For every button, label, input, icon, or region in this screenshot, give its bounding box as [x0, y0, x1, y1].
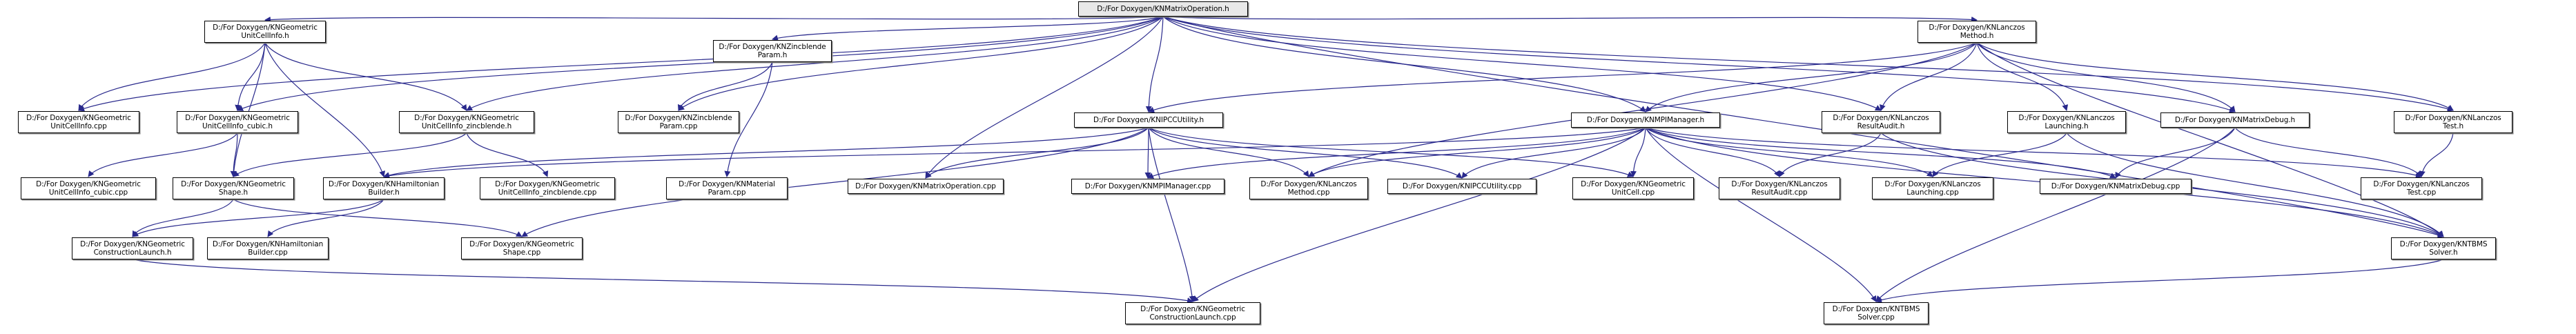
graph-edge: [1875, 259, 2444, 303]
graph-node[interactable]: D:/For Doxygen/KNHamiltonian Builder.h: [323, 177, 445, 199]
graph-edge: [772, 16, 1164, 41]
graph-edge: [78, 42, 266, 111]
graph-edge: [383, 127, 1149, 179]
graph-edge: [230, 132, 238, 177]
graph-edge: [1145, 16, 1164, 112]
graph-edge: [1645, 127, 2116, 179]
graph-edge: [1630, 127, 1646, 177]
graph-node[interactable]: D:/For Doxygen/KNMPIManager.h: [1571, 112, 1720, 128]
graph-node[interactable]: D:/For Doxygen/KNMatrixDebug.cpp: [2040, 179, 2192, 194]
graph-edge: [267, 199, 384, 237]
graph-edge: [1779, 132, 1882, 177]
graph-edge: [1162, 16, 2454, 112]
graph-edge: [264, 42, 467, 111]
graph-node[interactable]: D:/For Doxygen/KNTBMS Solver.h: [2391, 237, 2496, 259]
graph-edge: [1162, 16, 2236, 113]
graph-edge: [1192, 127, 1646, 302]
graph-edge: [2419, 132, 2454, 177]
graph-edge: [1162, 16, 1978, 23]
graph-node[interactable]: D:/For Doxygen/KNLanczos Test.h: [2394, 111, 2512, 133]
graph-edge: [1645, 42, 1978, 112]
graph-edge: [1148, 127, 1634, 177]
graph-edge: [1880, 42, 1978, 111]
graph-node[interactable]: D:/For Doxygen/KNHamiltonian Builder.cpp: [207, 237, 329, 259]
graph-node[interactable]: D:/For Doxygen/KNLanczos Test.cpp: [2361, 177, 2482, 199]
graph-edge: [1162, 16, 1646, 112]
graph-edge: [264, 16, 1164, 23]
graph-edge: [1148, 127, 1463, 179]
graph-edge: [1875, 127, 2236, 302]
graph-node[interactable]: D:/For Doxygen/KNGeometric UnitCellInfo_…: [177, 111, 298, 133]
graph-node[interactable]: D:/For Doxygen/KNIPCCUtility.cpp: [1387, 179, 1536, 194]
graph-node[interactable]: D:/For Doxygen/KNGeometric Shape.cpp: [461, 237, 583, 259]
graph-edge: [1144, 127, 1151, 179]
graph-node[interactable]: D:/For Doxygen/KNIPCCUtility.h: [1074, 112, 1223, 128]
graph-edge: [233, 199, 523, 237]
graph-node[interactable]: D:/For Doxygen/KNMatrixDebug.h: [2160, 112, 2310, 128]
graph-edge: [925, 16, 1164, 179]
graph-node[interactable]: D:/For Doxygen/KNGeometric UnitCellInfo_…: [480, 177, 615, 199]
graph-node[interactable]: D:/For Doxygen/KNGeometric Shape.h: [173, 177, 294, 199]
graph-node[interactable]: D:/For Doxygen/KNGeometric UnitCellInfo.…: [18, 111, 139, 133]
graph-node[interactable]: D:/For Doxygen/KNGeometric UnitCellInfo.…: [204, 21, 326, 43]
graph-node[interactable]: D:/For Doxygen/KNLanczos ResultAudit.cpp: [1719, 177, 1840, 199]
graph-node[interactable]: D:/For Doxygen/KNGeometric ConstructionL…: [1125, 302, 1260, 324]
graph-node[interactable]: D:/For Doxygen/KNMatrixOperation.h: [1078, 1, 1248, 17]
graph-edge: [1148, 127, 1196, 302]
graph-edge: [1147, 127, 1646, 179]
graph-node[interactable]: D:/For Doxygen/KNLanczos Launching.h: [2007, 111, 2126, 133]
graph-edge: [1148, 42, 1978, 113]
graph-node[interactable]: D:/For Doxygen/KNGeometric UnitCellInfo_…: [399, 111, 534, 133]
graph-edge: [1461, 127, 1646, 179]
graph-node[interactable]: D:/For Doxygen/KNLanczos Method.h: [1918, 21, 2036, 43]
graph-edge: [1976, 42, 2236, 112]
graph-edge: [1645, 127, 1877, 302]
graph-edge: [1932, 132, 2067, 177]
graph-edge: [88, 132, 238, 177]
graph-edge: [1976, 42, 2444, 237]
graph-edge: [383, 127, 1646, 179]
graph-edge: [466, 132, 549, 177]
graph-edge: [231, 42, 266, 177]
graph-node[interactable]: D:/For Doxygen/KNTBMS Solver.cpp: [1824, 302, 1929, 324]
graph-edge: [1162, 16, 1882, 111]
graph-edge: [2115, 127, 2236, 179]
graph-edge: [1976, 42, 2069, 111]
graph-node[interactable]: D:/For Doxygen/KNGeometric UnitCellInfo_…: [21, 177, 156, 199]
graph-node[interactable]: D:/For Doxygen/KNLanczos ResultAudit.h: [1822, 111, 1940, 133]
graph-edge: [925, 127, 1149, 179]
graph-edge: [1645, 127, 2422, 179]
graph-edge: [235, 42, 266, 111]
graph-node[interactable]: D:/For Doxygen/KNZincblende Param.cpp: [618, 111, 739, 133]
graph-edge: [237, 16, 1164, 111]
graph-edge: [678, 16, 1164, 111]
graph-edge: [132, 259, 1193, 304]
graph-node[interactable]: D:/For Doxygen/KNGeometric ConstructionL…: [72, 237, 193, 259]
graph-node[interactable]: D:/For Doxygen/KNMPIManager.cpp: [1071, 179, 1224, 194]
graph-node[interactable]: D:/For Doxygen/KNMaterial Param.cpp: [666, 177, 788, 199]
graph-edge: [2234, 127, 2422, 177]
graph-edge: [1645, 127, 1780, 177]
graph-edge: [132, 199, 234, 237]
graph-edge: [1976, 42, 2454, 111]
graph-node[interactable]: D:/For Doxygen/KNGeometric UnitCell.cpp: [1572, 177, 1694, 199]
graph-edge: [521, 127, 1149, 237]
graph-edge: [233, 132, 467, 177]
graph-edge: [132, 199, 384, 237]
graph-node[interactable]: D:/For Doxygen/KNMatrixOperation.cpp: [848, 179, 1004, 194]
graph-edge: [466, 16, 1164, 111]
graph-edge: [1308, 127, 1646, 177]
graph-node[interactable]: D:/For Doxygen/KNLanczos Method.cpp: [1249, 177, 1368, 199]
graph-edge: [264, 42, 386, 177]
graph-node[interactable]: D:/For Doxygen/KNLanczos Launching.cpp: [1872, 177, 1993, 199]
graph-edge: [678, 61, 773, 111]
graph-edge: [1645, 127, 1933, 177]
graph-edge: [1148, 127, 1309, 177]
graph-node[interactable]: D:/For Doxygen/KNZincblende Param.h: [713, 40, 832, 62]
graph-edge: [1308, 42, 1978, 177]
